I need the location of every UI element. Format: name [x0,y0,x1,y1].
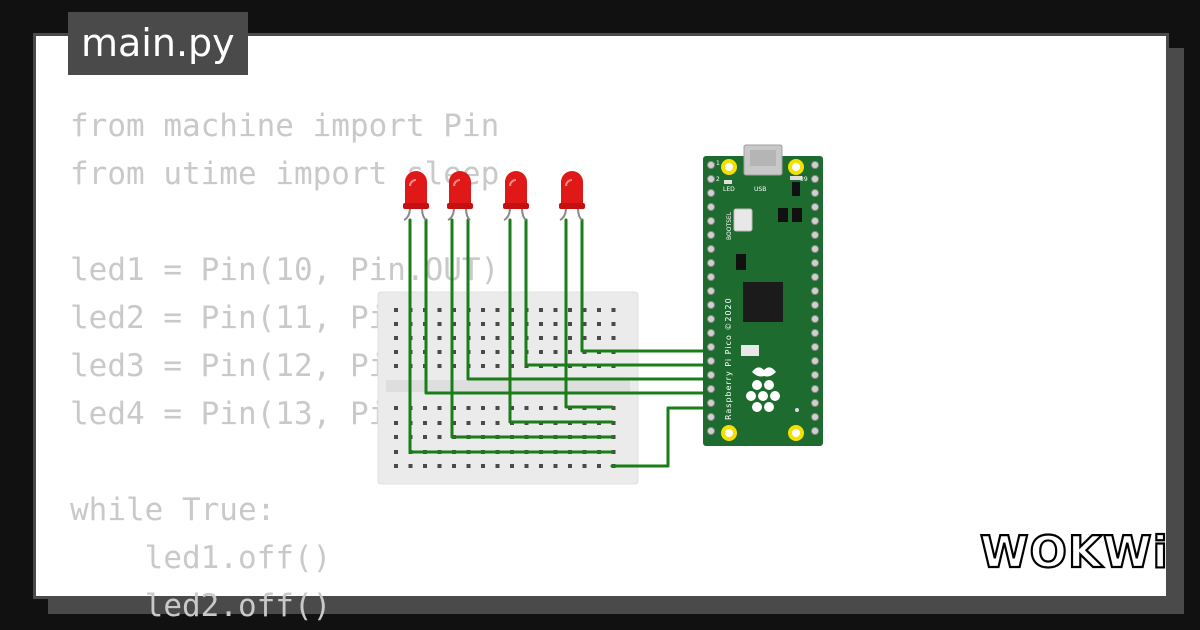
wokwi-logo-text: WOKWi [980,527,1169,578]
led-2[interactable] [447,171,473,221]
code-line: led1.off() [70,540,332,576]
led-label: LED [723,186,735,193]
wire-led2-anode [466,218,712,381]
code-line: while True: [70,492,276,528]
led-3[interactable] [503,171,529,221]
led-4[interactable] [559,171,585,221]
wires [408,218,712,468]
wire-ground [610,406,712,468]
bootsel-button [733,208,753,232]
wire-led3-cathode [508,218,614,424]
usb-label: USB [754,186,766,193]
bootsel-label: BOOTSEL [726,211,733,240]
onboard-led [724,180,732,184]
pin-label-2: 2 [716,176,720,183]
wire-led4-cathode [564,218,614,409]
led-group [403,171,585,221]
breadboard [377,291,639,485]
board-name-label: Raspberry Pi Pico ©2020 [724,297,733,420]
raspberry-pi-logo [746,367,780,412]
code-line: from machine import Pin [70,108,500,144]
file-tab[interactable]: main.py [68,12,248,75]
wire-led4-anode [580,218,712,353]
pin-label-39: 39 [800,176,808,183]
rp2040-chip [743,282,783,322]
pico-pins [707,161,819,435]
wire-led2-cathode [450,218,614,439]
wire-led1-anode [424,218,712,395]
code-line: led2.off() [70,588,332,624]
wire-led3-anode [524,218,712,367]
wire-led1-cathode [408,218,614,454]
wokwi-logo: WOKWi [979,526,1169,579]
raspberry-pi-pico: 1 2 39 LED USB BOOTSEL Raspberry Pi Pico… [703,144,823,446]
led-1[interactable] [403,171,429,221]
pin-label-1: 1 [716,160,720,167]
